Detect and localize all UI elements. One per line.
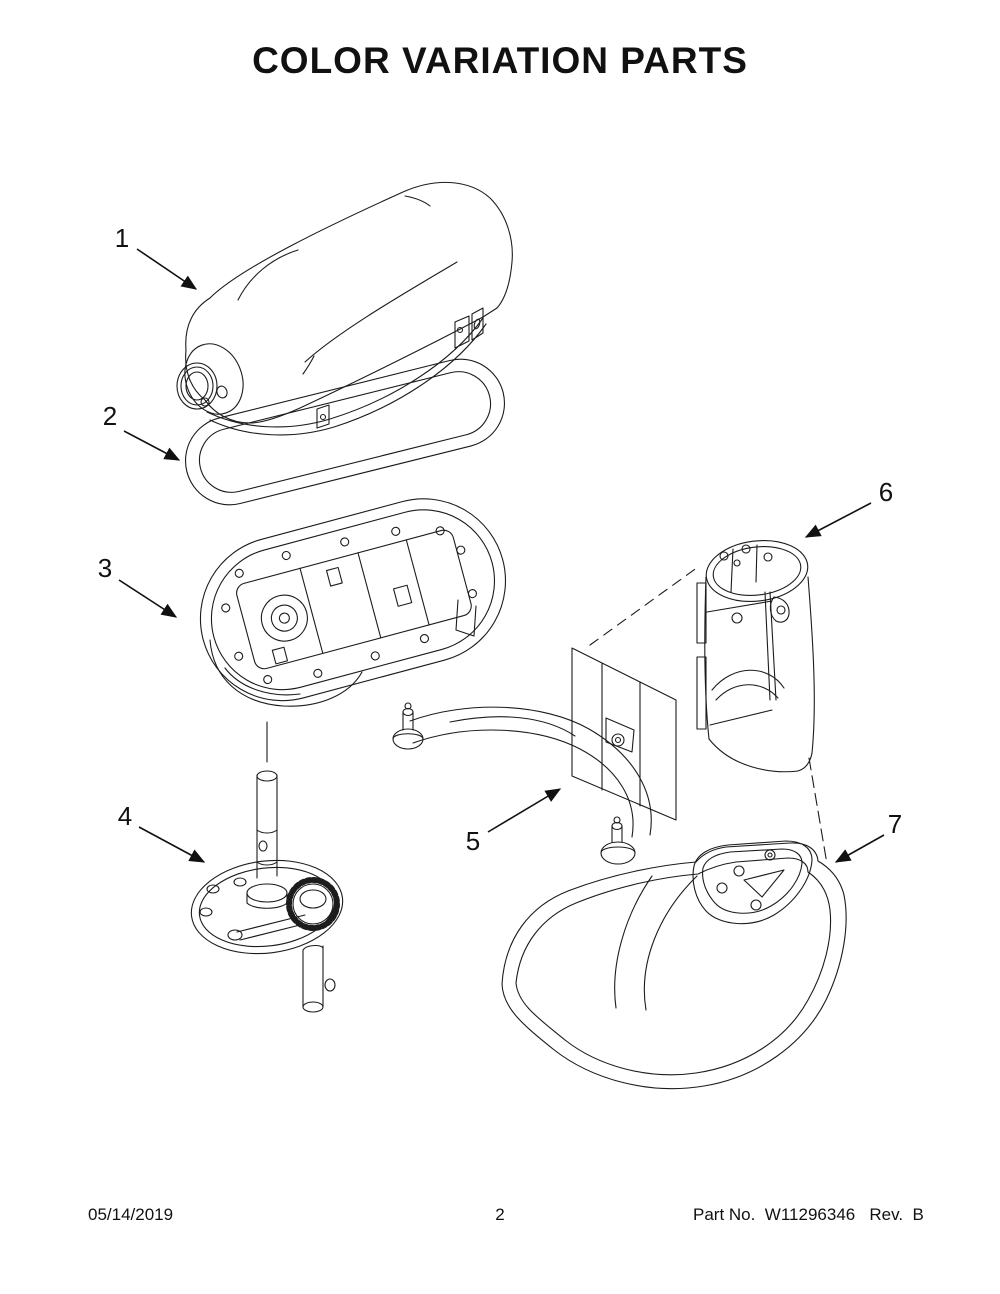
callout-3-arrow: [118, 579, 178, 618]
column-base-alignment-dashed-line: [808, 757, 828, 865]
part-1-head-cover-drawing: [176, 181, 513, 436]
left-bowl-pin: [392, 702, 424, 750]
footer-date: 05/14/2019: [88, 1205, 174, 1224]
callout-5-label: 5: [465, 826, 481, 856]
callout-1-arrow: [136, 248, 198, 290]
callout-7-arrow: [834, 834, 885, 863]
page-title: COLOR VARIATION PARTS: [252, 40, 748, 81]
callout-6-arrow: [804, 502, 872, 538]
callout-5-arrow: [487, 788, 562, 833]
callout-7-label: 7: [887, 809, 903, 839]
attachment-hub-rings: [176, 362, 228, 410]
callout-4-label: 4: [117, 801, 133, 831]
pinion-gear: [286, 877, 340, 931]
right-bowl-pin: [600, 816, 636, 865]
callout-2-arrow: [123, 430, 181, 461]
column-mount-platform: [692, 840, 813, 925]
part-2-trim-band-drawing: [184, 358, 506, 506]
callout-3-label: 3: [97, 553, 113, 583]
part-3-gear-housing-drawing: [199, 498, 507, 707]
part-6-pedestal-column-drawing: [696, 540, 815, 773]
callout-1-label: 1: [114, 223, 130, 253]
part-7-base-drawing: [501, 840, 847, 1090]
planetary-disc: [190, 859, 344, 955]
front-dome-face: [184, 343, 244, 415]
callout-2-label: 2: [102, 401, 118, 431]
callout-6-label: 6: [878, 477, 894, 507]
part-4-planetary-assembly-drawing: [190, 770, 344, 1013]
footer-page-number: 2: [495, 1205, 505, 1224]
center-boss: [260, 594, 308, 642]
part-5-bowl-lift-arm-drawing: [392, 647, 677, 865]
arm-column-alignment-dashed-line: [589, 566, 699, 646]
footer-part-number: Part No. W11296346 Rev. B: [693, 1205, 924, 1224]
callout-4-arrow: [138, 826, 206, 863]
